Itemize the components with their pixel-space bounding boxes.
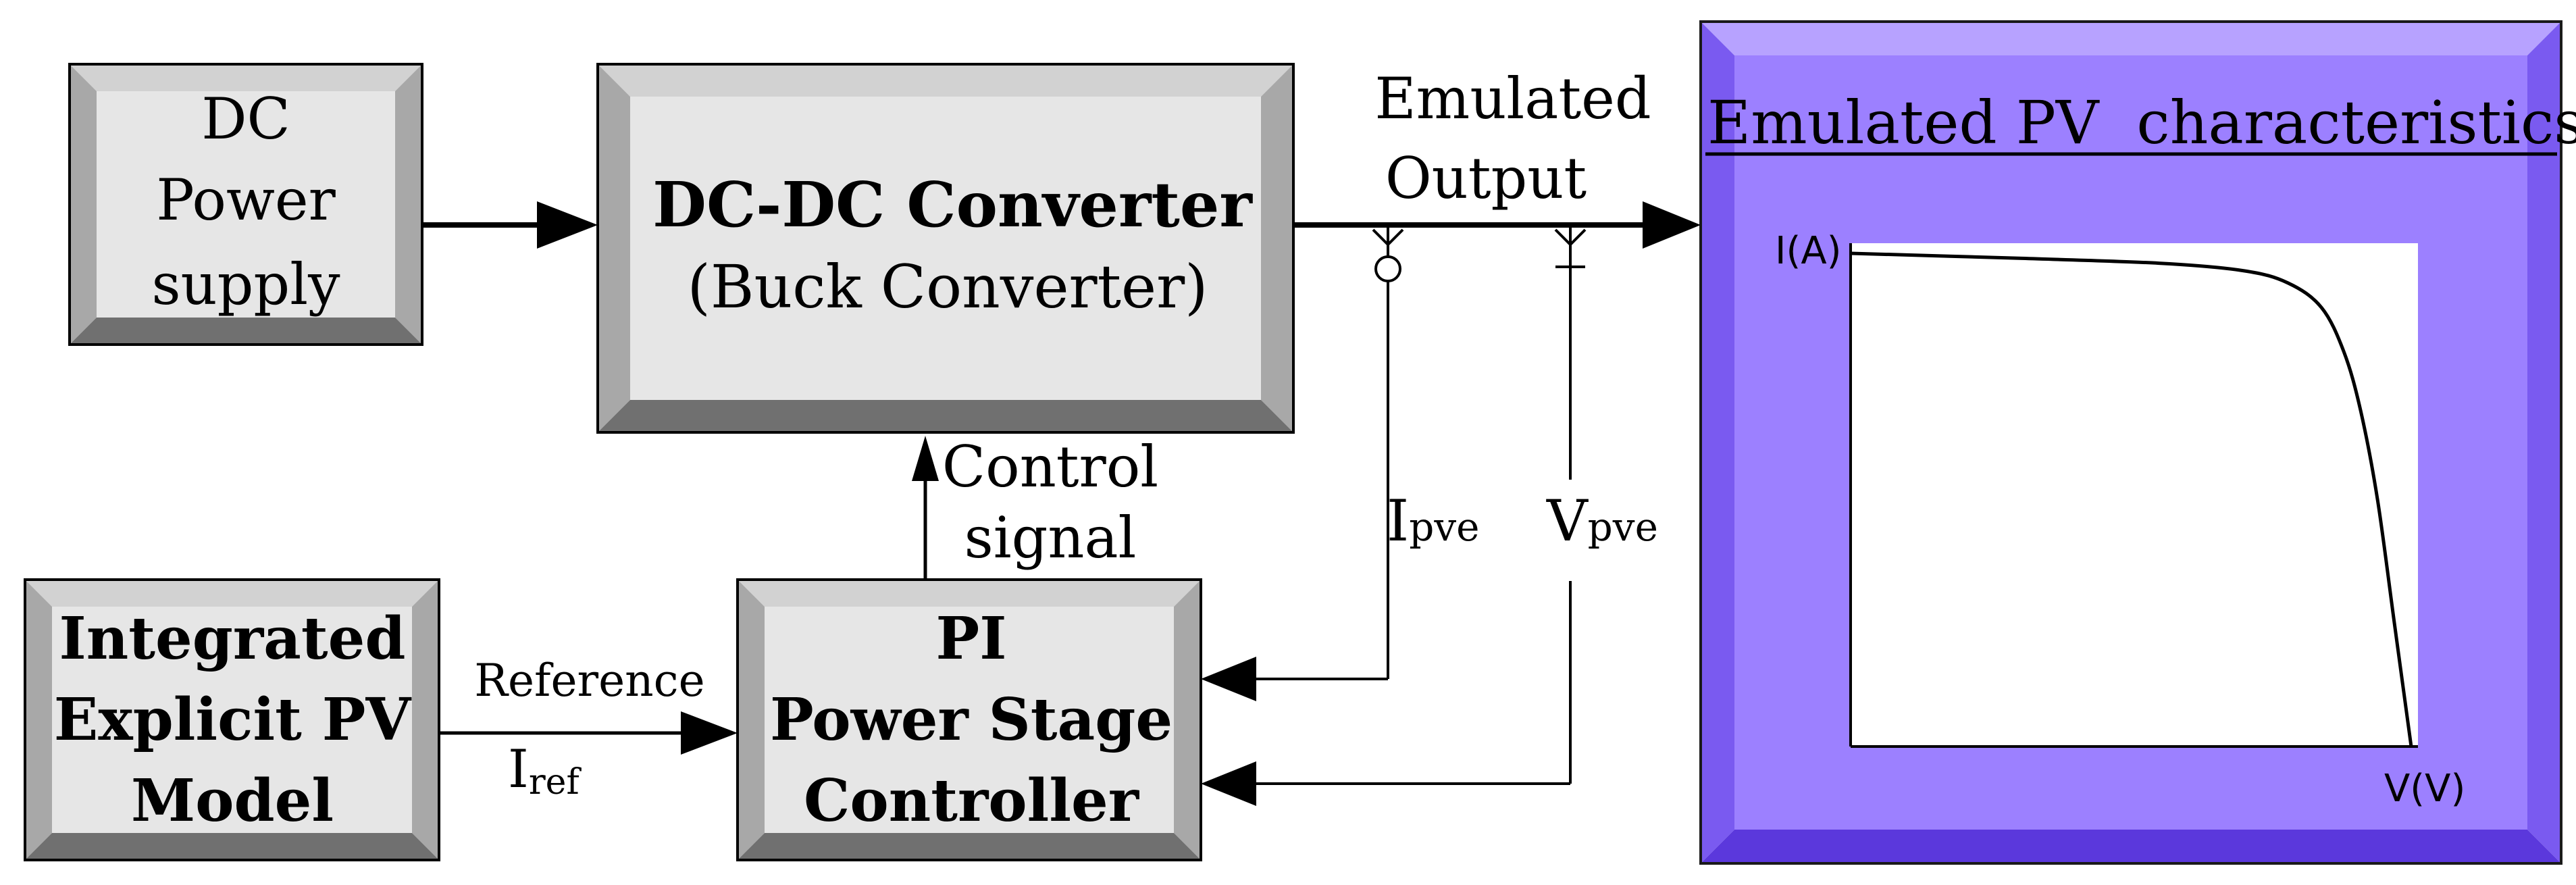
pv-model-line-1: Integrated — [59, 605, 406, 673]
bevel-bottom — [738, 833, 1201, 860]
panel-bevel-bottom — [1701, 830, 2561, 863]
connections — [422, 201, 1701, 806]
iref-label: Iref — [508, 739, 582, 803]
pv-model-line-3: Model — [131, 767, 334, 835]
voltage-feedback-arrowhead — [1201, 761, 1256, 806]
bevel-top — [25, 580, 439, 607]
controller-line-3: Controller — [804, 767, 1140, 835]
control-signal-line-1: Control — [942, 434, 1158, 500]
dc-power-supply-block: DC Power supply — [68, 63, 423, 346]
vpve-symbol: V — [1546, 488, 1589, 554]
bevel-left — [70, 64, 97, 345]
bevel-left — [738, 580, 765, 860]
panel-bevel-right — [2527, 22, 2561, 863]
iv-curve-line — [1850, 251, 2413, 747]
x-axis-label: V(V) — [2384, 767, 2465, 811]
panel-outline — [1699, 20, 2562, 865]
block-face — [52, 607, 412, 833]
pi-controller-block: PI Power Stage Controller — [736, 578, 1202, 861]
ipve-label: Ipve — [1387, 488, 1479, 554]
ipve-subscript: pve — [1409, 504, 1479, 550]
bevel-right — [395, 64, 422, 345]
vpve-subscript: pve — [1588, 504, 1658, 550]
control-signal-arrowhead — [912, 436, 939, 481]
panel-bevel-left — [1701, 22, 1734, 863]
ipve-symbol: I — [1387, 488, 1409, 554]
emulated-output-line-2: Output — [1385, 145, 1587, 211]
bevel-bottom — [25, 833, 439, 860]
bevel-top — [598, 64, 1293, 97]
block-face — [765, 607, 1174, 833]
y-axis-label: I(A) — [1775, 229, 1842, 273]
control-signal-line-2: signal — [964, 505, 1137, 571]
bevel-left — [25, 580, 52, 860]
converter-subtitle: (Buck Converter) — [688, 252, 1208, 322]
block-outline — [596, 63, 1295, 434]
emulated-output-line-1: Emulated — [1374, 66, 1651, 132]
controller-line-2: Power Stage — [770, 686, 1173, 754]
pv-model-block: Integrated Explicit PV Model — [24, 578, 440, 861]
block-outline — [24, 578, 440, 861]
current-sensor-node — [1374, 255, 1401, 282]
dc-supply-line-1: DC — [201, 86, 290, 152]
plot-area — [1851, 243, 2418, 747]
bevel-right — [412, 580, 439, 860]
output-arrowhead — [1643, 201, 1701, 249]
block-face — [97, 91, 395, 318]
bevel-right — [1261, 64, 1293, 432]
bevel-top — [738, 580, 1201, 607]
block-face — [630, 97, 1261, 400]
bevel-right — [1174, 580, 1201, 860]
converter-title: DC-DC Converter — [652, 168, 1253, 241]
dc-dc-converter-block: DC-DC Converter (Buck Converter) — [596, 63, 1295, 434]
bevel-left — [598, 64, 630, 432]
vpve-label: Vpve — [1546, 488, 1658, 554]
block-outline — [736, 578, 1202, 861]
pv-characteristics-panel: Emulated PV characteristics I(A) V(V) — [1699, 20, 2576, 865]
bevel-top — [70, 64, 422, 91]
dc-supply-line-3: supply — [151, 251, 340, 318]
reference-arrowhead — [681, 711, 738, 755]
voltage-sensor-chevron — [1554, 228, 1587, 247]
iref-symbol: I — [508, 739, 529, 800]
iref-subscript: ref — [529, 762, 582, 803]
labels: Emulated Output Control signal Reference… — [474, 66, 1658, 803]
controller-line-1: PI — [936, 605, 1007, 673]
bevel-bottom — [70, 318, 422, 345]
pv-model-line-2: Explicit PV — [54, 686, 412, 754]
reference-label: Reference — [474, 655, 704, 707]
current-feedback-arrowhead — [1201, 657, 1256, 701]
block-outline — [68, 63, 423, 346]
panel-title: Emulated PV characteristics — [1707, 88, 2576, 157]
bevel-bottom — [598, 400, 1293, 432]
supply-to-converter-arrowhead — [537, 201, 598, 249]
dc-supply-line-2: Power — [156, 167, 336, 233]
current-sensor-chevron — [1372, 228, 1404, 247]
panel-bevel-top — [1701, 22, 2561, 55]
